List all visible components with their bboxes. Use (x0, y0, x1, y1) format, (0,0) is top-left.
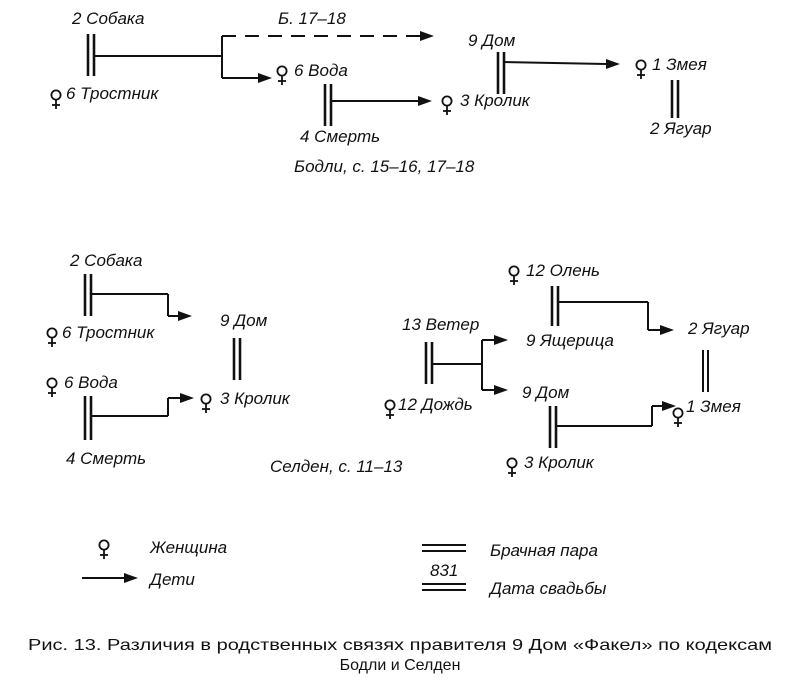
arrow-right-icon (178, 311, 192, 321)
arrow-right-icon (418, 96, 432, 106)
selden-12-dozhd-label: 12 Дождь (398, 395, 473, 414)
selden-3-krolik-left-label: 3 Кролик (220, 389, 291, 408)
selden-4-smert-label: 4 Смерть (66, 449, 146, 468)
female-symbol-icon (276, 65, 288, 86)
selden-3-krolik-right-label: 3 Кролик (524, 453, 595, 472)
female-symbol-icon (508, 265, 520, 286)
bodley-1-zmeya-label: 1 Змея (652, 55, 707, 74)
selden-6-voda-label: 6 Вода (64, 373, 118, 392)
female-symbol-icon (200, 393, 212, 414)
arrow-right-icon (420, 31, 434, 41)
arrow-right-icon (180, 393, 194, 403)
selden-9-dom-right-label: 9 Дом (522, 383, 570, 402)
female-symbol-icon (506, 457, 518, 478)
selden-13-veter-label: 13 Ветер (402, 315, 479, 334)
female-symbol-icon (46, 377, 58, 398)
selden-9-yashcheritsa-label: 9 Ящерица (526, 331, 614, 350)
female-symbol-icon (98, 539, 110, 560)
selden-1-zmeya-label: 1 Змея (686, 397, 741, 416)
bodley-2-yaguar-label: 2 Ягуар (649, 119, 712, 138)
bodley-diagram: 2 Собака 6 Тростник Б. 17–18 6 Вода 4 См… (50, 9, 712, 176)
female-symbol-icon (384, 399, 396, 420)
selden-6-trostnik-label: 6 Тростник (62, 323, 155, 342)
arrow-right-icon (606, 59, 620, 69)
arrow-right-icon (662, 401, 676, 411)
legend-date-sample: 831 (430, 561, 458, 580)
legend-woman-label: Женщина (149, 538, 227, 557)
female-symbol-icon (50, 89, 62, 110)
legend-wedding-date-label: Дата свадьбы (488, 579, 607, 598)
legend-marriage-label: Брачная пара (490, 541, 598, 560)
female-symbol-icon (441, 95, 453, 116)
female-symbol-icon (46, 327, 58, 348)
bodley-date-label: Б. 17–18 (278, 9, 346, 28)
selden-2-yaguar-label: 2 Ягуар (687, 319, 750, 338)
selden-9-dom-left-label: 9 Дом (220, 311, 268, 330)
figure-caption-line-2: Бодли и Селден (340, 657, 461, 674)
bodley-9-dom-label: 9 Дом (468, 31, 516, 50)
bodley-4-smert-label: 4 Смерть (300, 127, 380, 146)
bodley-3-krolik-label: 3 Кролик (460, 91, 531, 110)
figure-caption-line-1: Рис. 13. Различия в родственных связях п… (28, 637, 772, 654)
arrow-right-icon (124, 573, 138, 583)
selden-left-diagram: 2 Собака 6 Тростник 9 Дом 6 Вода 4 Смерт… (46, 251, 403, 476)
female-symbol-icon (672, 407, 684, 428)
arrow-right-icon (494, 335, 508, 345)
arrow-right-icon (258, 73, 272, 83)
selden-2-sobaka-label: 2 Собака (69, 251, 142, 270)
female-symbol-icon (635, 59, 647, 80)
bodley-2-sobaka-label: 2 Собака (71, 9, 144, 28)
legend: Женщина Дети Брачная пара 831 Дата свадь… (82, 538, 607, 598)
children-line (503, 61, 607, 65)
selden-source-label: Селден, с. 11–13 (270, 457, 403, 476)
arrow-right-icon (660, 325, 674, 335)
selden-right-diagram: 13 Ветер 12 Дождь 12 Олень 9 Ящерица 2 Я… (384, 261, 750, 478)
legend-children-label: Дети (148, 570, 195, 589)
bodley-source-label: Бодли, с. 15–16, 17–18 (294, 157, 475, 176)
bodley-6-trostnik-label: 6 Тростник (66, 84, 159, 103)
bodley-6-voda-label: 6 Вода (294, 61, 348, 80)
selden-12-olen-label: 12 Олень (526, 261, 600, 280)
arrow-right-icon (494, 385, 508, 395)
